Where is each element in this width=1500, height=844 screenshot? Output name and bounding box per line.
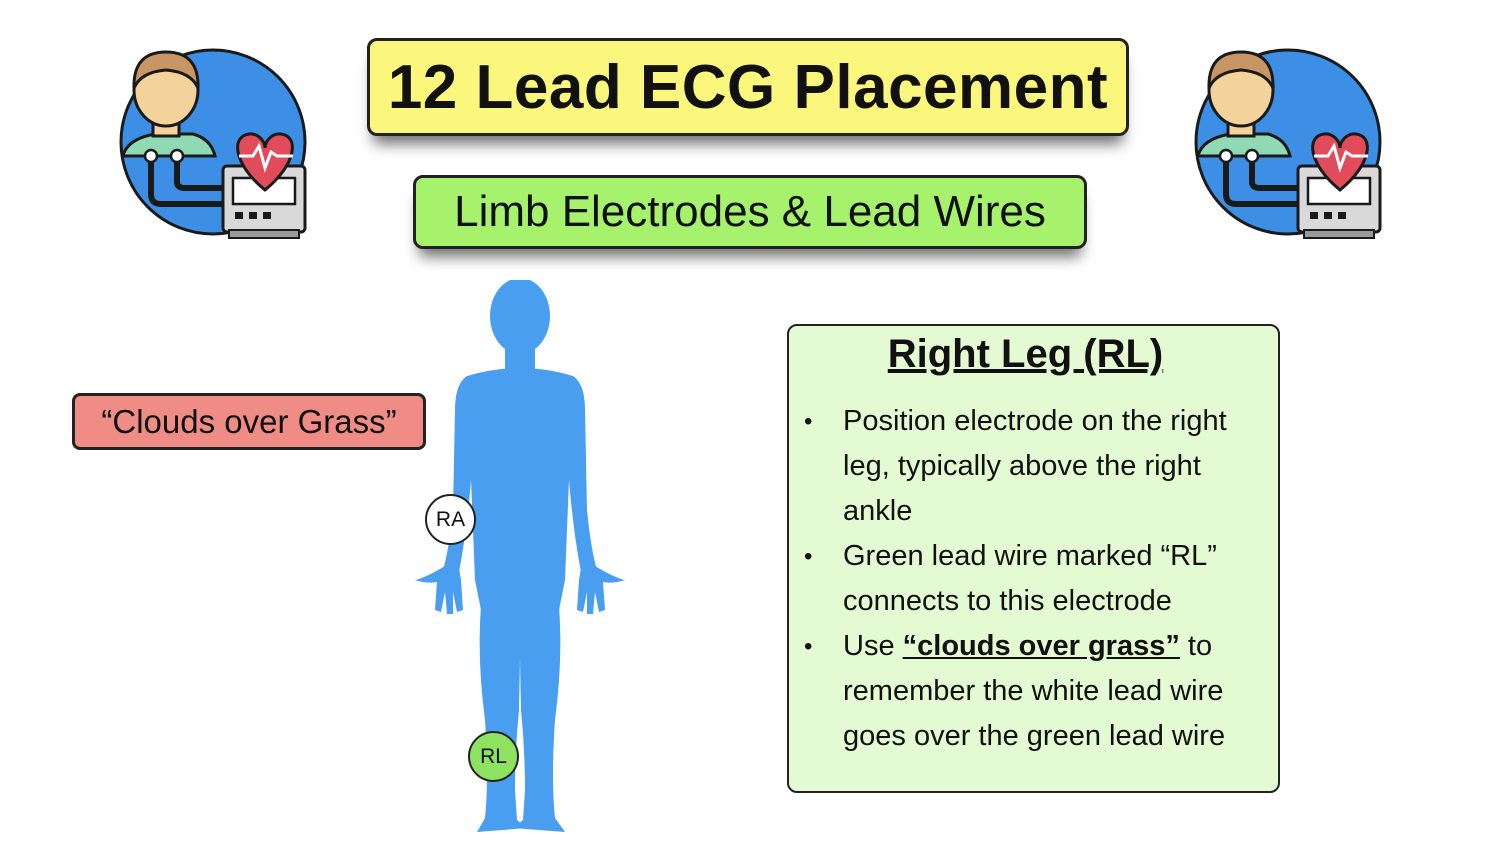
- human-body-silhouette: [415, 280, 625, 832]
- page-title: 12 Lead ECG Placement: [387, 52, 1109, 122]
- bullet-text: Green lead wire marked “RL” connects to …: [843, 540, 1217, 617]
- electrode-ra: RA: [425, 494, 476, 545]
- bullet-text-after: to remember the white lead wire goes ove…: [843, 630, 1226, 752]
- bullet-item: Use “clouds over grass” to remember the …: [789, 624, 1262, 759]
- bullet-item: Position electrode on the right leg, typ…: [789, 399, 1262, 534]
- bullet-text: Position electrode on the right leg, typ…: [843, 405, 1227, 527]
- info-heading: Right Leg (RL): [887, 332, 1164, 376]
- mnemonic-emphasis: “clouds over grass”: [902, 630, 1180, 662]
- mnemonic-text: “Clouds over Grass”: [101, 402, 397, 440]
- info-panel: Right Leg (RL) Position electrode on the…: [787, 324, 1280, 793]
- bullet-list: Position electrode on the right leg, typ…: [789, 399, 1262, 759]
- patient-ecg-monitor-icon: [1194, 48, 1382, 239]
- electrode-rl: RL: [468, 731, 519, 782]
- title-banner: 12 Lead ECG Placement: [367, 38, 1129, 136]
- subtitle-banner: Limb Electrodes & Lead Wires: [413, 175, 1087, 249]
- electrode-ra-label: RA: [435, 507, 466, 531]
- bullet-item: Green lead wire marked “RL” connects to …: [789, 534, 1262, 624]
- electrode-rl-label: RL: [480, 744, 507, 768]
- patient-ecg-monitor-icon: [119, 48, 307, 239]
- mnemonic-label: “Clouds over Grass”: [72, 393, 426, 450]
- bullet-text-before: Use: [843, 630, 903, 662]
- page-subtitle: Limb Electrodes & Lead Wires: [454, 187, 1046, 236]
